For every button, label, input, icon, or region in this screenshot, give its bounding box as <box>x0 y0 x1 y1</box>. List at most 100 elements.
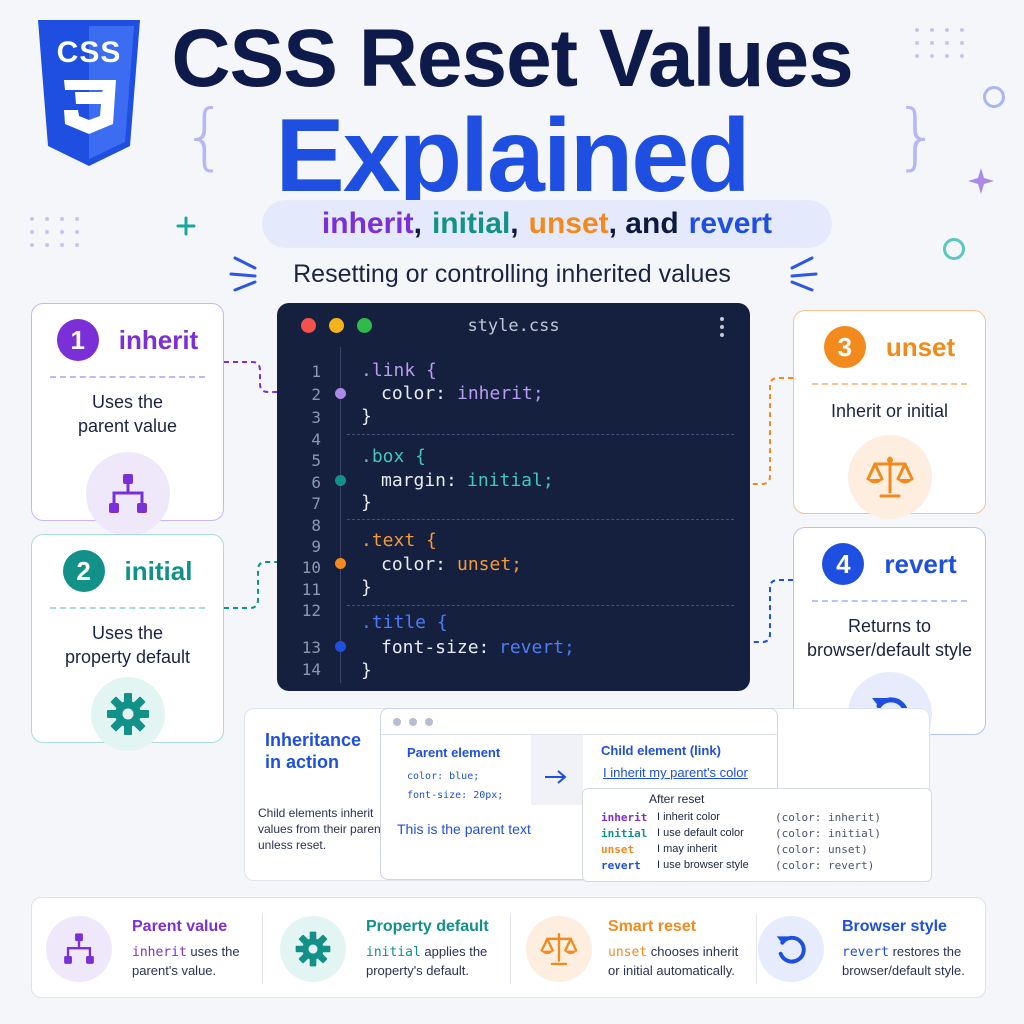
legend-keyword: unset <box>608 944 648 960</box>
legend-keyword: revert <box>842 944 889 960</box>
legend-desc: unset chooses inherit <box>608 943 738 962</box>
code-property: color: <box>381 554 447 575</box>
card-initial-line2: property default <box>64 647 191 667</box>
card-revert-description: Returns to browser/default style <box>794 614 985 662</box>
card-inherit-line1: Uses the <box>91 392 164 412</box>
close-light-icon[interactable] <box>301 317 316 333</box>
card-divider <box>812 600 967 602</box>
legend-text: Parent value inherit uses the parent's v… <box>132 918 240 980</box>
card-revert-line1: Returns to <box>847 616 932 636</box>
row-code: (color: initial) <box>775 827 881 840</box>
after-reset-row: inherit I inherit color (color: inherit) <box>601 811 881 824</box>
card-initial-description: Uses the property default <box>32 621 223 669</box>
more-options-icon[interactable] <box>720 317 724 341</box>
card-revert: 4 revert Returns to browser/default styl… <box>793 527 986 756</box>
card-unset: 3 unset Inherit or initial <box>793 310 986 519</box>
child-element-title: Child element (link) <box>601 743 721 758</box>
pill-keyword-unset: unset <box>528 207 609 240</box>
line-number: 6 <box>311 473 321 492</box>
css3-logo: CSS <box>34 18 144 168</box>
undo-icon <box>758 915 824 982</box>
decor-ring-teal-icon <box>943 238 965 260</box>
gear-icon <box>280 915 346 982</box>
code-selector: .text { <box>361 530 437 551</box>
decor-brace-right: } <box>894 94 940 178</box>
legend-text: Smart reset unset chooses inherit or ini… <box>608 918 738 980</box>
card-unset-header: 3 unset <box>794 311 985 383</box>
code-property: margin: <box>381 470 457 491</box>
arrow-right-icon <box>545 770 567 784</box>
scale-icon <box>526 915 592 982</box>
inheritance-note-line2: values from their parent <box>258 822 385 836</box>
card-unset-description: Inherit or initial <box>794 399 985 423</box>
code-property: color: <box>381 383 447 404</box>
legend-desc: inherit uses the <box>132 943 240 962</box>
code-value-unset: unset; <box>457 554 523 575</box>
line-marker-unset <box>335 558 346 569</box>
inheritance-heading-line2: in action <box>265 752 340 772</box>
row-keyword: inherit <box>601 811 648 824</box>
pill-separator: , and <box>608 207 679 240</box>
after-reset-panel: After reset inherit I inherit color (col… <box>582 788 932 882</box>
parent-text-sample: This is the parent text <box>397 821 531 837</box>
card-revert-header: 4 revert <box>794 528 985 600</box>
card-divider <box>812 383 967 385</box>
legend-keyword: inherit <box>132 944 187 960</box>
card-inherit: 1 inherit Uses the parent value <box>31 303 224 536</box>
code-brace: } <box>361 577 372 598</box>
row-text: I use default color <box>657 827 744 839</box>
pill-separator: , <box>413 207 422 240</box>
line-number: 1 <box>311 362 321 381</box>
maximize-light-icon[interactable] <box>357 317 372 333</box>
legend-item-revert: Browser style revert restores the browse… <box>758 898 965 999</box>
card-unset-number: 3 <box>823 326 866 368</box>
legend-text: Browser style revert restores the browse… <box>842 918 965 980</box>
page-title-line1: CSS Reset Values <box>171 13 853 104</box>
card-inherit-number: 1 <box>56 319 99 361</box>
legend-item-initial: Property default initial applies the pro… <box>280 898 489 999</box>
code-value-inherit: inherit; <box>457 383 544 404</box>
keywords-pill: inherit , initial , unset , and revert <box>262 200 832 248</box>
legend-desc-rest: applies the <box>420 943 488 959</box>
code-selector: .link { <box>361 360 437 381</box>
line-number: 10 <box>301 558 321 577</box>
after-reset-row: initial I use default color (color: init… <box>601 827 881 840</box>
legend-desc-line2: or initial automatically. <box>608 962 735 978</box>
pill-separator: , <box>510 207 519 240</box>
child-inherit-link[interactable]: I inherit my parent's color <box>603 765 748 780</box>
legend-title: Browser style <box>842 917 947 935</box>
parent-element-title: Parent element <box>407 745 501 760</box>
legend-desc-line2: property's default. <box>366 962 469 978</box>
legend-divider <box>756 914 757 984</box>
row-code: (color: revert) <box>775 859 875 872</box>
line-number: 11 <box>301 580 321 599</box>
parent-code-font-size: font-size: 20px; <box>407 790 504 801</box>
code-value-initial: initial; <box>467 470 554 491</box>
editor-gutter-line <box>340 347 341 683</box>
card-initial-number: 2 <box>62 550 105 592</box>
hierarchy-icon <box>85 452 170 536</box>
row-keyword: revert <box>601 859 641 872</box>
code-divider <box>347 434 734 435</box>
line-number: 2 <box>311 385 321 404</box>
legend-item-unset: Smart reset unset chooses inherit or ini… <box>526 898 738 999</box>
hierarchy-icon <box>46 915 112 982</box>
line-number: 4 <box>311 430 321 449</box>
page-title-line2: Explained <box>275 98 750 214</box>
card-initial-name: initial <box>124 555 193 586</box>
legend-desc-line2: parent's value. <box>132 962 217 978</box>
legend-desc: initial applies the <box>366 943 489 962</box>
legend-divider <box>262 914 263 984</box>
inheritance-note-line1: Child elements inherit <box>258 806 374 820</box>
css3-logo-text: CSS <box>56 36 122 69</box>
legend-item-inherit: Parent value inherit uses the parent's v… <box>46 898 240 999</box>
legend-title: Property default <box>366 917 489 935</box>
minimize-light-icon[interactable] <box>329 317 344 333</box>
line-number: 5 <box>311 451 321 470</box>
code-divider <box>347 519 734 520</box>
card-initial-header: 2 initial <box>32 535 223 607</box>
inheritance-heading-line1: Inheritance <box>265 730 362 750</box>
card-revert-number: 4 <box>822 543 865 585</box>
line-marker-revert <box>335 641 346 652</box>
summary-legend: Parent value inherit uses the parent's v… <box>31 897 986 998</box>
